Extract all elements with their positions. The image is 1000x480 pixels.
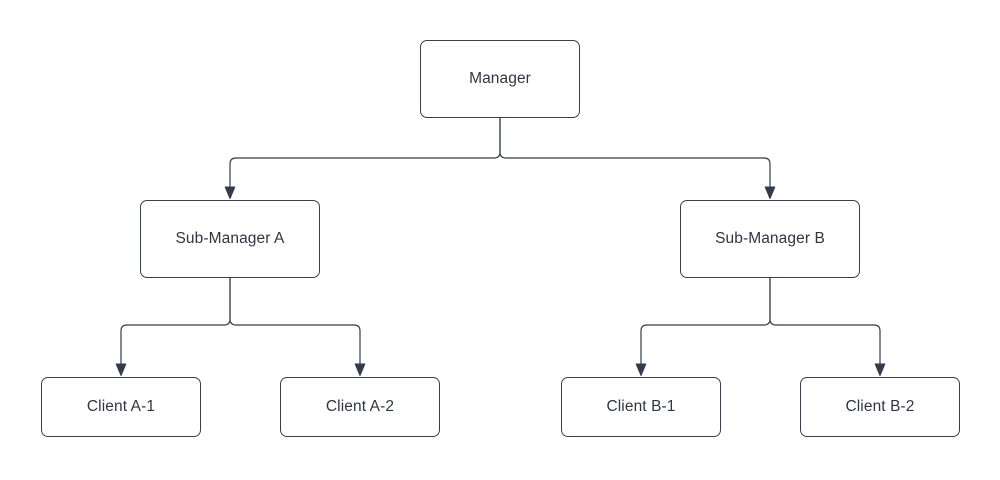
node-client-b1-label: Client B-1 bbox=[606, 398, 676, 415]
connector-arrowhead bbox=[764, 186, 776, 199]
connector-arrowhead bbox=[635, 363, 647, 376]
node-sub-manager-a-label: Sub-Manager A bbox=[175, 230, 285, 247]
node-sub-manager-b-label: Sub-Manager B bbox=[715, 230, 825, 247]
connector-sub-manager-b-to-client-b1 bbox=[635, 278, 771, 376]
connector-manager-to-sub-manager-b bbox=[499, 118, 776, 199]
connector-manager-to-sub-manager-a bbox=[224, 118, 501, 199]
connector-arrowhead bbox=[874, 363, 886, 376]
connector-line bbox=[640, 278, 771, 364]
node-client-a1: Client A-1 bbox=[41, 377, 201, 437]
node-client-a1-label: Client A-1 bbox=[86, 398, 156, 415]
connector-arrowhead bbox=[354, 363, 366, 376]
connector-sub-manager-a-to-client-a2 bbox=[229, 278, 366, 376]
connector-arrowhead bbox=[224, 186, 236, 199]
node-sub-manager-a: Sub-Manager A bbox=[140, 200, 320, 278]
connector-line bbox=[229, 118, 501, 187]
node-client-b1: Client B-1 bbox=[561, 377, 721, 437]
node-sub-manager-b: Sub-Manager B bbox=[680, 200, 860, 278]
node-client-a2-label: Client A-2 bbox=[325, 398, 395, 415]
node-client-b2: Client B-2 bbox=[800, 377, 960, 437]
connector-line bbox=[499, 118, 771, 187]
node-client-b2-label: Client B-2 bbox=[845, 398, 915, 415]
connector-line bbox=[769, 278, 881, 364]
node-manager-label: Manager bbox=[469, 70, 531, 87]
connector-sub-manager-b-to-client-b2 bbox=[769, 278, 886, 376]
node-client-a2: Client A-2 bbox=[280, 377, 440, 437]
connector-arrowhead bbox=[115, 363, 127, 376]
connector-line bbox=[229, 278, 361, 364]
node-manager: Manager bbox=[420, 40, 580, 118]
connector-sub-manager-a-to-client-a1 bbox=[115, 278, 231, 376]
connector-line bbox=[120, 278, 231, 364]
